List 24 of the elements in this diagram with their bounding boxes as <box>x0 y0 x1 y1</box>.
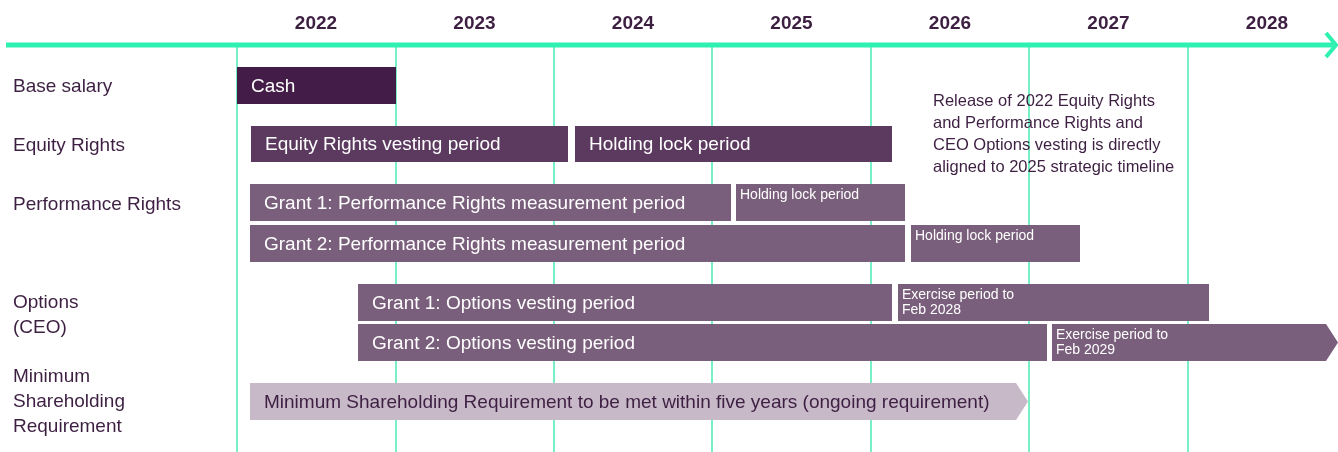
year-label: 2025 <box>769 12 814 34</box>
year-label: 2026 <box>927 12 973 34</box>
timeline-bar: Grant 2: Performance Rights measurement period <box>250 225 905 262</box>
row-label: Options (CEO) <box>13 290 80 339</box>
timeline-bar: Exercise period to Feb 2029 <box>1052 324 1338 361</box>
year-label: 2024 <box>610 12 656 34</box>
row-label: Equity Rights <box>13 133 126 157</box>
timeline-bar: Equity Rights vesting period <box>251 126 568 162</box>
row-label: Minimum Shareholding Requirement <box>13 364 126 438</box>
timeline-bar: Grant 2: Options vesting period <box>358 324 1047 361</box>
timeline-bar: Holding lock period <box>736 184 905 221</box>
timeline-bar: Holding lock period <box>575 126 892 162</box>
timeline-bar: Minimum Shareholding Requirement to be met within five years (ongoing requirement) <box>250 383 1028 420</box>
timeline-bar: Grant 1: Options vesting period <box>358 284 892 321</box>
timeline-bar: Exercise period to Feb 2028 <box>898 284 1209 321</box>
year-label: 2022 <box>293 12 339 34</box>
year-label: 2028 <box>1244 12 1290 34</box>
timeline-bar: Cash <box>237 67 396 104</box>
year-label: 2027 <box>1086 12 1131 34</box>
year-label: 2023 <box>452 12 497 34</box>
timeline-bar: Grant 1: Performance Rights measurement period <box>250 184 731 221</box>
timeline-bar: Holding lock period <box>911 225 1080 262</box>
row-label: Performance Rights <box>13 192 182 216</box>
row-label: Base salary <box>13 74 114 98</box>
